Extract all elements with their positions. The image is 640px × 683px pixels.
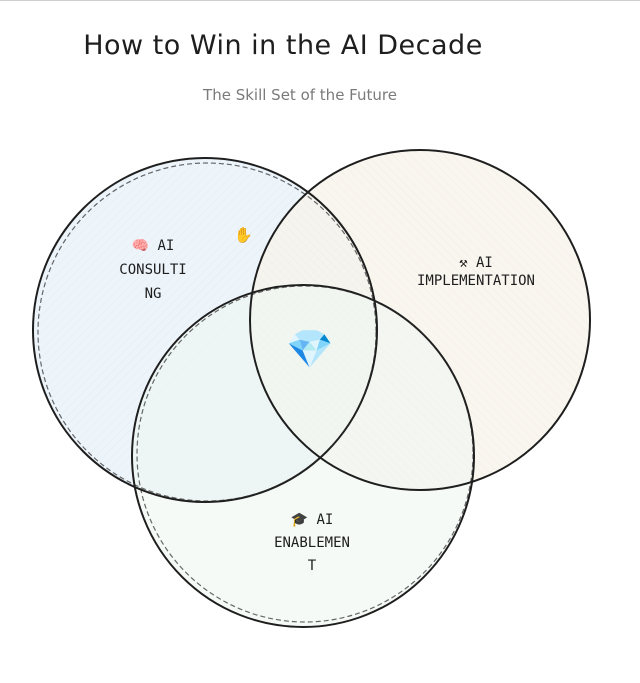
implementation-label: ⚒ AI IMPLEMENTATION: [417, 255, 535, 289]
svg-text:⚒ AI: ⚒ AI: [459, 255, 493, 271]
implementation-circle: [249, 149, 591, 491]
hand-cursor-icon: ✋: [234, 226, 253, 244]
enablement-label: 🎓 AI ENABLEMEN T: [274, 512, 350, 574]
enablement-circle-fill: [132, 285, 474, 627]
enablement-label-line-2: ENABLEMEN: [274, 535, 350, 551]
enablement-circle: [131, 284, 475, 628]
page-subtitle: The Skill Set of the Future: [203, 86, 397, 104]
consulting-label-line-3: NG: [145, 286, 162, 302]
consulting-circle: [32, 157, 378, 503]
brain-icon: 🧠: [132, 238, 149, 254]
hammer-pick-icon: ⚒: [459, 255, 468, 271]
svg-text:🧠 AI: 🧠 AI: [132, 238, 175, 254]
consulting-label: 🧠 AI CONSULTI NG: [119, 238, 186, 302]
consulting-dashed-outline: [37, 162, 377, 502]
graduation-cap-icon: 🎓: [291, 512, 308, 528]
consulting-label-line-1: AI: [158, 238, 175, 254]
implementation-label-line-2: IMPLEMENTATION: [417, 273, 535, 289]
top-border: [0, 0, 640, 1]
consulting-label-line-2: CONSULTI: [119, 262, 186, 278]
enablement-label-line-1: AI: [317, 512, 334, 528]
enablement-dashed-outline: [136, 285, 474, 623]
enablement-label-line-3: T: [308, 558, 317, 574]
diamond-icon: 💎: [286, 327, 333, 371]
svg-text:🎓 AI: 🎓 AI: [291, 512, 334, 528]
implementation-label-line-1: AI: [476, 255, 493, 271]
page-title: How to Win in the AI Decade: [83, 30, 483, 61]
